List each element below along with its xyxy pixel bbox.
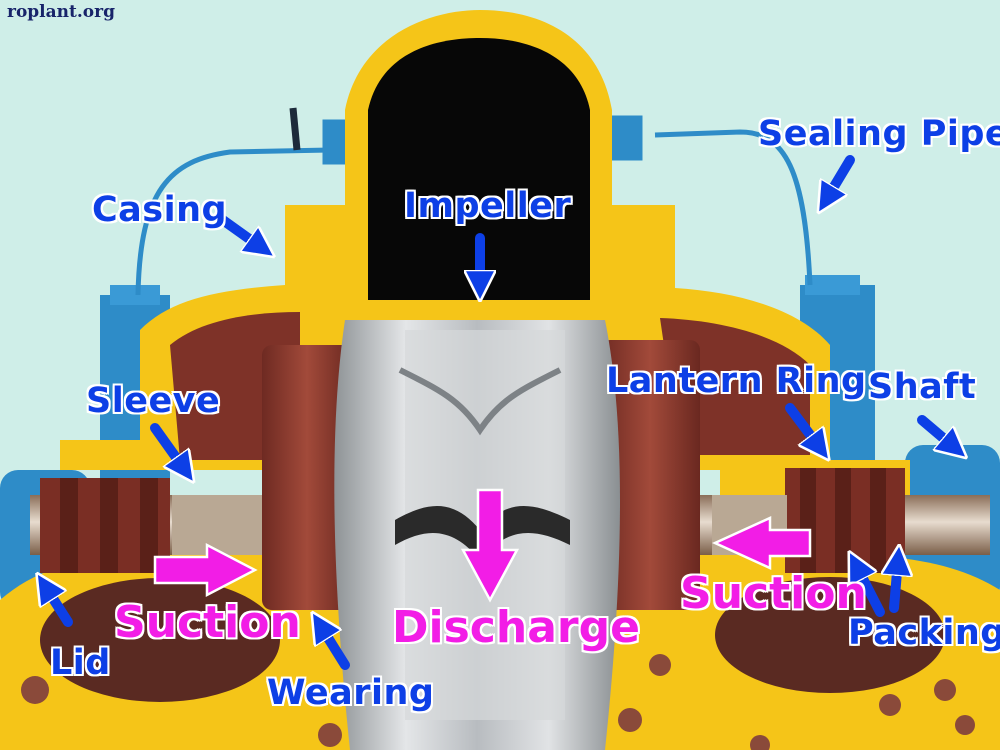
sealing-pipe-pointer-arrow xyxy=(826,160,850,200)
lantern-ring-label: Lantern Ring xyxy=(606,361,867,401)
wearing-label: Wearing xyxy=(267,673,434,713)
impeller-label: Impeller xyxy=(404,186,571,226)
suction-right-label: Suction xyxy=(680,568,867,619)
discharge-label: Discharge xyxy=(392,602,640,653)
shaft-pointer-arrow xyxy=(922,420,955,448)
packing-label: Packing xyxy=(848,613,1000,653)
casing-label: Casing xyxy=(92,190,227,230)
sealing-pipe-label: Sealing Pipe xyxy=(758,114,1000,154)
shaft-label: Shaft xyxy=(868,367,976,407)
site-watermark: roplant.org xyxy=(7,2,115,22)
packing-pointer-arrow-2 xyxy=(894,560,898,608)
suction-left-label: Suction xyxy=(114,597,301,648)
sleeve-label: Sleeve xyxy=(86,381,220,421)
lid-label: Lid xyxy=(50,643,111,683)
